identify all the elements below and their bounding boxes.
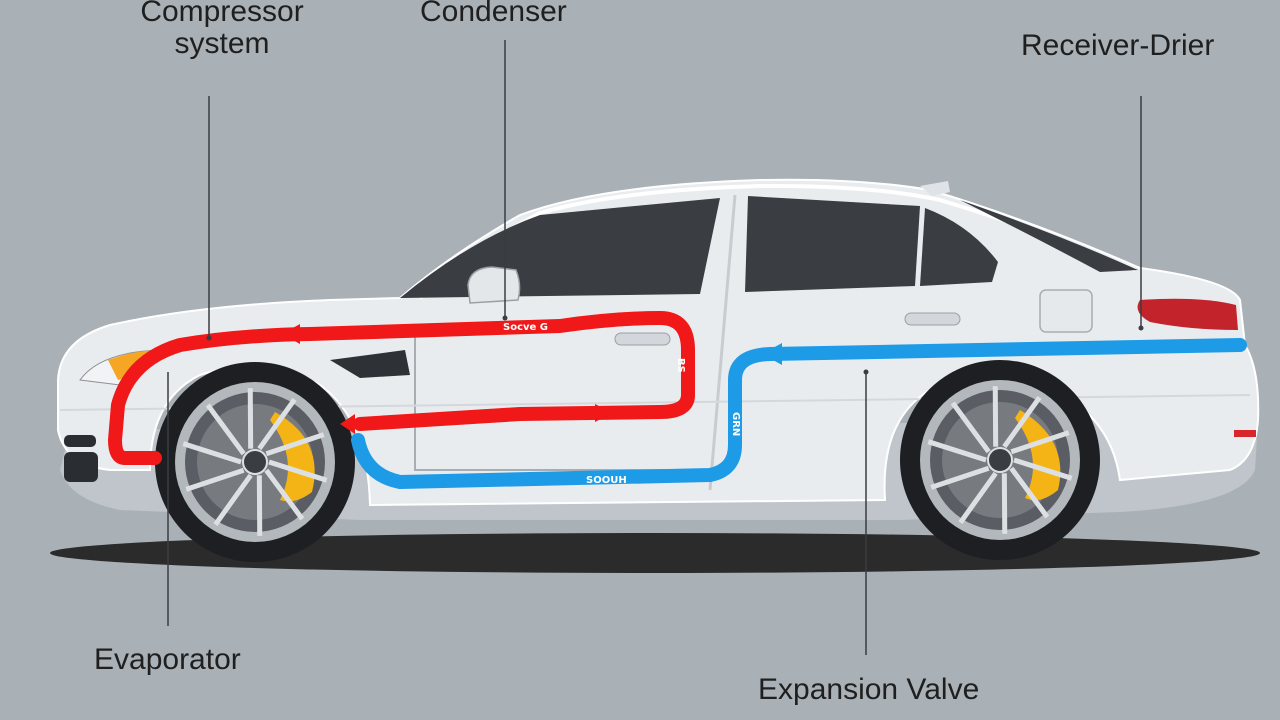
condenser-label: Condenser: [420, 0, 567, 28]
wheel-spoke: [265, 432, 325, 457]
evaporator-label: Evaporator: [94, 643, 241, 676]
hot-line-text-top: Socve G: [503, 322, 548, 333]
wheel-spoke: [927, 439, 987, 463]
wheel-spoke: [1002, 396, 1042, 449]
wheel-spoke: [1013, 457, 1073, 481]
rear-spoiler: [920, 181, 950, 196]
cold-line-text-side: GRN: [730, 412, 741, 436]
rear-reflector: [1234, 430, 1256, 437]
wheel-spoke: [185, 467, 245, 492]
front-wheel: [155, 362, 355, 562]
wheel-spoke: [950, 401, 991, 454]
compressor-leader-dot: [206, 335, 212, 341]
quarter-window: [920, 208, 998, 286]
expansion-leader-dot: [863, 369, 869, 375]
compressor-label-line1: Compressor: [140, 0, 304, 28]
b-pillar: [708, 194, 737, 491]
wheel-spoke: [930, 465, 990, 490]
wheel-spoke: [264, 468, 305, 521]
front-door-handle: [614, 332, 671, 346]
wheel-spoke: [213, 473, 253, 526]
side-mirror: [467, 266, 521, 304]
fuel-door: [1039, 289, 1093, 333]
hot-refrigerant-line: [108, 311, 695, 465]
hot-line-arrow-3: [340, 414, 355, 434]
wheel-spoke: [205, 403, 246, 456]
rear-window: [745, 196, 920, 292]
receiver-drier-label: Receiver-Drier: [1021, 29, 1215, 62]
rear-wheel: [900, 360, 1100, 560]
hot-line-text-side: BS: [675, 358, 686, 373]
condenser-leader-dot: [502, 315, 508, 321]
wheel-spoke: [182, 441, 242, 465]
taillight: [1137, 298, 1238, 330]
wheel-spoke: [1009, 466, 1050, 519]
side-vent: [330, 350, 410, 378]
receiver-leader-dot: [1138, 325, 1144, 331]
front-intake-lower: [64, 452, 98, 482]
hot-line-arrow-2: [595, 404, 612, 422]
front-intake-upper: [64, 435, 96, 447]
door-seam: [414, 330, 705, 471]
compressor-label: Compressor system: [122, 0, 322, 60]
cold-refrigerant-line: [351, 338, 1247, 489]
cold-line-text-bottom: SOOUH: [586, 475, 627, 486]
expansion-valve-label: Expansion Valve: [758, 673, 980, 706]
rear-glass: [960, 200, 1138, 272]
wheel-spoke: [958, 471, 998, 524]
wheel-spoke: [1010, 430, 1070, 455]
hot-line-arrow-1: [282, 324, 300, 344]
compressor-label-line2: system: [174, 27, 270, 60]
rear-door-handle: [904, 312, 961, 326]
wheel-spoke: [257, 398, 297, 451]
wheel-spoke: [268, 459, 328, 483]
cold-line-arrow: [762, 343, 782, 365]
